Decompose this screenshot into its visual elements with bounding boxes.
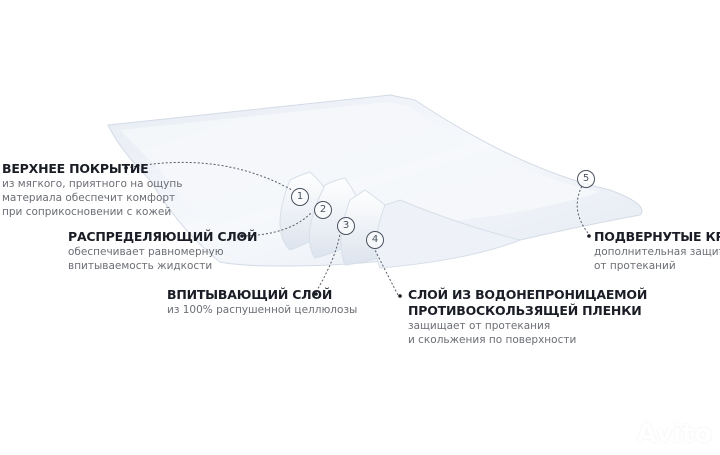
avito-watermark: Avito	[636, 419, 712, 449]
layer-1-callout: ВЕРХНЕЕ ПОКРЫТИЕ из мягкого, приятного н…	[2, 161, 182, 219]
layer-5-title: ПОДВЕРНУТЫЕ КРАЯ	[594, 229, 720, 244]
layer-4-title-line: ПРОТИВОСКОЛЬЗЯЩЕЙ ПЛЕНКИ	[408, 303, 642, 318]
layer-5-callout: ПОДВЕРНУТЫЕ КРАЯ дополнительная защита о…	[594, 229, 720, 273]
layer-marker-1: 1	[291, 188, 309, 206]
layer-1-desc-line: при соприкосновении с кожей	[2, 206, 172, 218]
layer-4-desc-line: защищает от протекания	[408, 320, 551, 332]
layer-5-desc-line: дополнительная защита	[594, 246, 720, 258]
layer-4-title-line: СЛОЙ ИЗ ВОДОНЕПРОНИЦАЕМОЙ	[408, 287, 648, 302]
layer-1-desc-line: материала обеспечит комфорт	[2, 192, 176, 204]
layer-1-title: ВЕРХНЕЕ ПОКРЫТИЕ	[2, 161, 149, 176]
layer-2-title: РАСПРЕДЕЛЯЮЩИЙ СЛОЙ	[68, 229, 258, 244]
layer-3-title: ВПИТЫВАЮЩИЙ СЛОЙ	[167, 287, 333, 302]
layer-4-desc-line: и скольжения по поверхности	[408, 334, 577, 346]
layer-1-desc-line: из мягкого, приятного на ощупь	[2, 178, 183, 190]
layer-3-desc-line: из 100% распушенной целлюлозы	[167, 304, 358, 316]
layer-2-callout: РАСПРЕДЕЛЯЮЩИЙ СЛОЙ обеспечивает равноме…	[68, 229, 257, 273]
layer-2-desc-line: обеспечивает равномерную	[68, 246, 224, 258]
layer-5-desc-line: от протеканий	[594, 260, 676, 272]
layer-marker-2: 2	[314, 201, 332, 219]
layer-marker-3: 3	[337, 217, 355, 235]
layer-3-callout: ВПИТЫВАЮЩИЙ СЛОЙ из 100% распушенной цел…	[167, 287, 357, 317]
layer-2-desc-line: впитываемость жидкости	[68, 260, 213, 272]
layer-marker-4: 4	[366, 231, 384, 249]
layer-marker-5: 5	[577, 170, 595, 188]
layer-4-callout: СЛОЙ ИЗ ВОДОНЕПРОНИЦАЕМОЙ ПРОТИВОСКОЛЬЗЯ…	[408, 287, 647, 347]
